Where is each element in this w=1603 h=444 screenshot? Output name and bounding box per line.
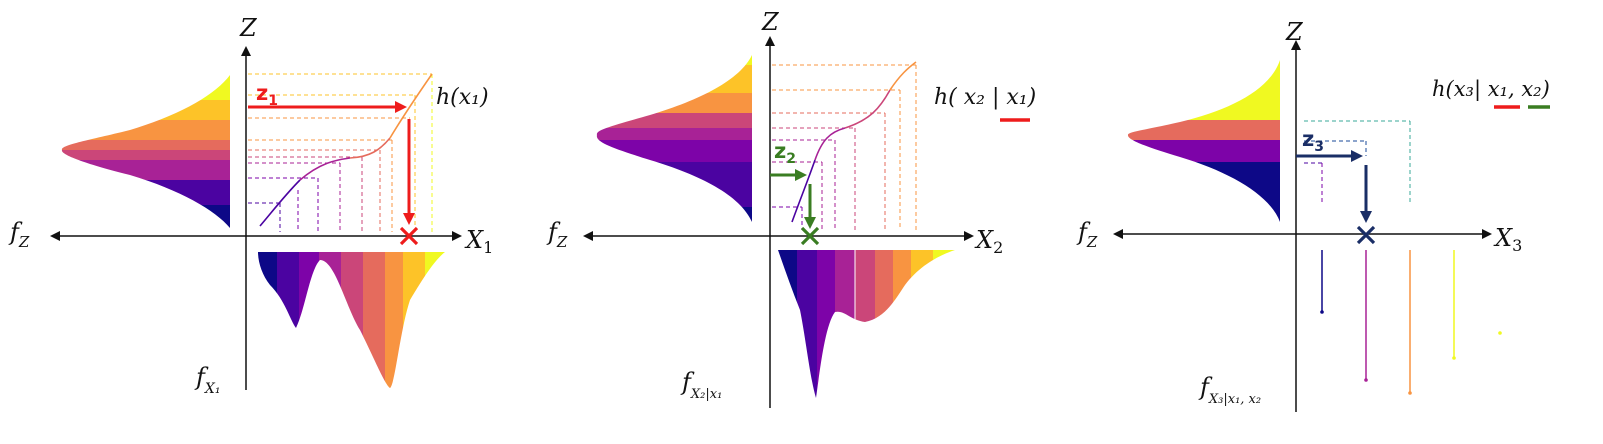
func-label-2: h( x₂ | x₁) [934, 85, 1036, 110]
axis-fx-label-3: fX₃|x₁, x₂ [1198, 373, 1261, 407]
guide-lines-3 [1304, 120, 1411, 205]
axis-z-label-1: Z [239, 14, 258, 42]
axes-3 [1113, 40, 1492, 412]
panel-1: Z X1 fZ fX₁ h(x₁) z1 [8, 14, 493, 397]
density-fz-1 [61, 75, 231, 228]
axis-fx-label-1: fX₁ [194, 363, 220, 397]
discrete-density-3 [1320, 250, 1502, 395]
sample-marker-1 [399, 226, 419, 246]
z2-label: z2 [774, 139, 796, 167]
sample-marker-3 [1356, 225, 1376, 245]
axes-2 [583, 36, 974, 408]
guide-lines-2 [772, 64, 917, 230]
density-fx-1 [258, 252, 445, 388]
func-label-3: h(x₃| x₁, x₂) [1432, 77, 1550, 102]
axis-x-label-1: X1 [464, 226, 493, 257]
func-label-1: h(x₁) [436, 85, 489, 110]
z2-arrow [770, 169, 816, 229]
z1-arrow [248, 101, 415, 225]
panel-3: Z X3 fZ fX₃|x₁, x₂ h(x₃| x₁, x₂) z3 [1076, 18, 1550, 412]
axis-z-label-3: Z [1285, 18, 1304, 46]
axis-z-label-2: Z [761, 8, 780, 36]
z3-arrow [1296, 150, 1372, 223]
axis-x-label-3: X3 [1493, 224, 1522, 255]
z1-label: z1 [256, 81, 278, 109]
axes-1 [50, 46, 462, 390]
sample-marker-2 [800, 226, 820, 246]
density-fz-2 [596, 55, 752, 222]
z3-label: z3 [1302, 127, 1324, 155]
axis-fz-label-2: fZ [546, 218, 568, 251]
transform-curve-2 [791, 61, 917, 223]
density-fz-3 [1127, 60, 1280, 222]
transform-curve-1 [259, 73, 433, 227]
axis-fz-label-3: fZ [1076, 218, 1098, 251]
density-fx-2 [778, 250, 955, 398]
axis-x-label-2: X2 [974, 226, 1003, 257]
axis-fx-label-2: fX₂|x₁ [680, 368, 722, 402]
axis-fz-label-1: fZ [8, 218, 30, 251]
panel-2: Z X2 fZ fX₂|x₁ h( x₂ | x₁) z2 [546, 8, 1036, 408]
guide-lines-1 [248, 73, 433, 232]
